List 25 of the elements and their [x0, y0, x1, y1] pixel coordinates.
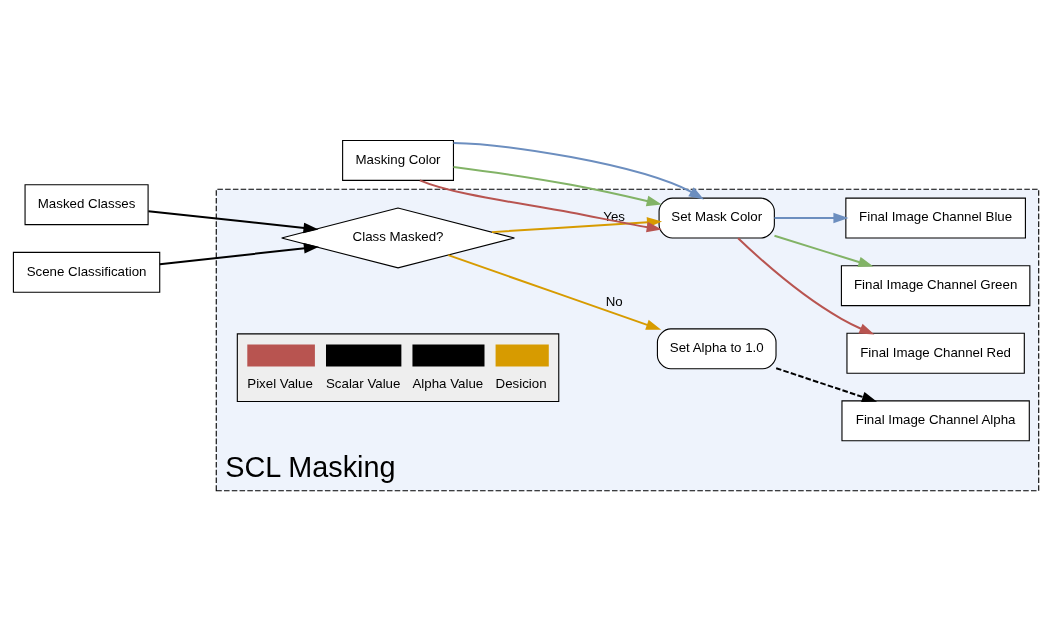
legend-label: Desicion [495, 375, 547, 391]
node-box: Final Image Channel Red [846, 332, 1025, 374]
arrow [452, 165, 662, 206]
edge-label: Yes [603, 208, 626, 224]
arrow [147, 209, 319, 233]
legend-label: Alpha Value [412, 375, 484, 391]
node-box: Set Mask Color [658, 197, 775, 239]
arrow [773, 234, 874, 267]
node-box: Scene Classification [12, 251, 161, 293]
arrow [158, 242, 319, 265]
arrow [775, 366, 878, 402]
node-box: Final Image Channel Green [840, 264, 1031, 306]
node-box: Masked Classes [24, 183, 149, 225]
node-box: Final Image Channel Blue [845, 197, 1026, 239]
node-box: Set Alpha to 1.0 [656, 327, 777, 369]
arrow [452, 141, 704, 199]
legend-label: Scalar Value [325, 375, 401, 391]
legend-label: Pixel Value [247, 375, 313, 391]
node-box: Final Image Channel Alpha [841, 399, 1030, 441]
node-box: Masking Color [342, 139, 454, 181]
arrow [737, 236, 875, 334]
arrow [447, 253, 662, 330]
edge-label: No [605, 293, 623, 309]
arrow [773, 212, 849, 223]
node-diamond: Class Masked? [281, 206, 515, 268]
